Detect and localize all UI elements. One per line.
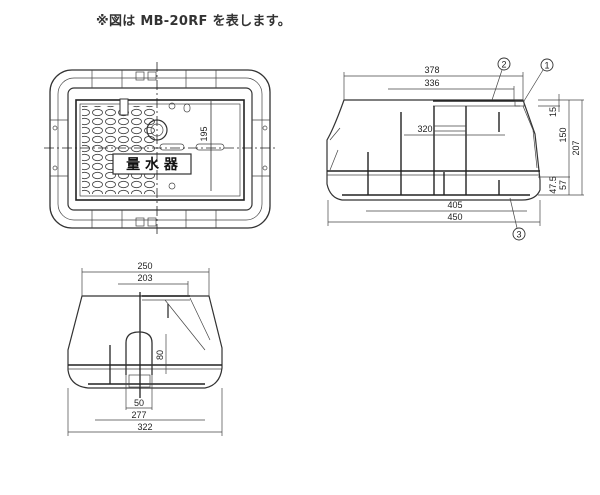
dim-336: 336 xyxy=(424,78,439,88)
dim-203: 203 xyxy=(137,273,152,283)
dim-250: 250 xyxy=(137,261,152,271)
callout-2: 2 xyxy=(491,57,511,101)
meter-label: 量 水 器 xyxy=(126,156,179,173)
dim-450: 450 xyxy=(447,212,462,222)
svg-text:3: 3 xyxy=(516,230,521,240)
dim-322: 322 xyxy=(137,422,152,432)
side-view-drawing: 378 336 320 405 450 15 150 207 47.5 57 1 xyxy=(326,57,584,241)
dim-405: 405 xyxy=(447,200,462,210)
dim-150: 150 xyxy=(558,127,568,142)
dim-195: 195 xyxy=(199,126,209,141)
dim-50: 50 xyxy=(134,398,144,408)
dim-57: 57 xyxy=(558,180,568,190)
dim-15: 15 xyxy=(548,107,558,117)
front-view-drawing: 80 250 203 50 277 322 xyxy=(67,261,223,436)
dim-47-5: 47.5 xyxy=(548,176,558,194)
svg-text:1: 1 xyxy=(544,61,549,71)
top-view-drawing: 量 水 器 195 xyxy=(44,62,276,234)
callout-1: 1 xyxy=(523,58,554,102)
dim-80: 80 xyxy=(155,350,165,360)
dim-378: 378 xyxy=(424,65,439,75)
dim-207: 207 xyxy=(571,140,581,155)
svg-text:2: 2 xyxy=(501,60,506,70)
callout-3: 3 xyxy=(509,197,526,241)
dim-277: 277 xyxy=(131,410,146,420)
figure-caption: ※図は MB-20RF を表します。 xyxy=(96,14,292,29)
dim-320: 320 xyxy=(417,124,432,134)
